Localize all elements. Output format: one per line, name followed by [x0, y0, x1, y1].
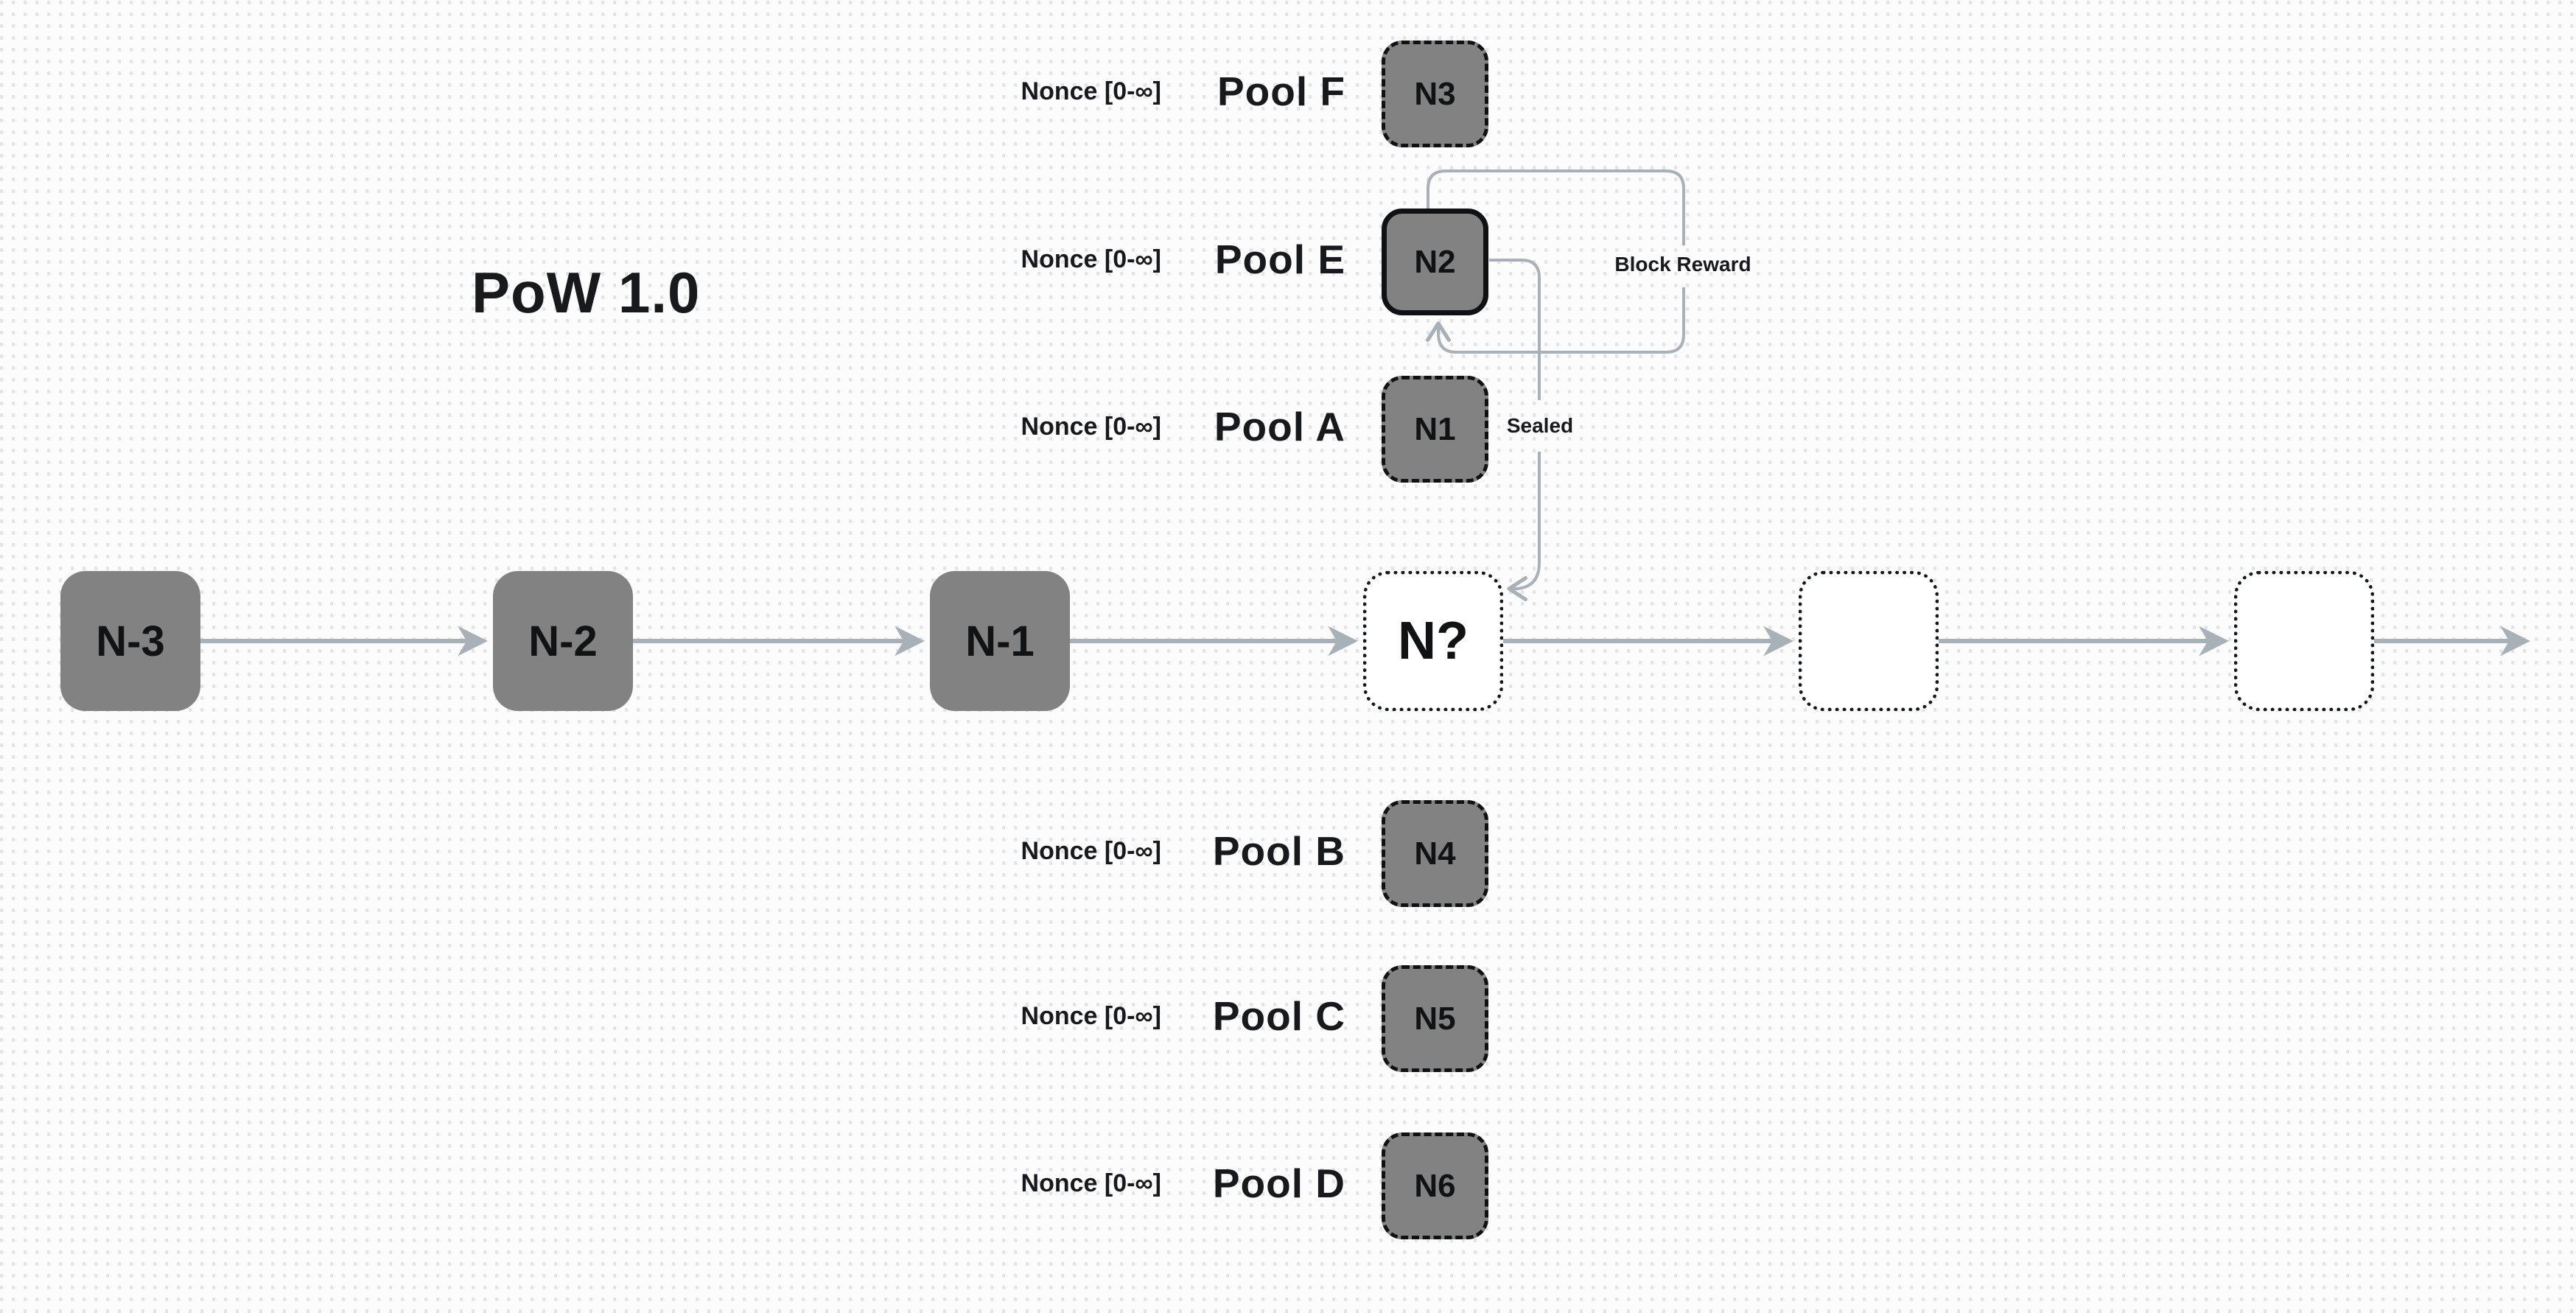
sealed-connector-lower[interactable]	[1507, 452, 1541, 601]
pool-name-f[interactable]: Pool F	[1217, 69, 1345, 114]
future-block-2[interactable]	[2234, 571, 2374, 711]
diagram-title[interactable]: PoW 1.0	[472, 260, 701, 325]
pool-name-e[interactable]: Pool E	[1214, 237, 1345, 282]
pool-node-label: N3	[1414, 75, 1456, 112]
pool-node-n1[interactable]: N1	[1382, 376, 1488, 483]
nonce-label-pool-e[interactable]: Nonce [0-∞]	[1021, 245, 1161, 273]
nonce-label-pool-a[interactable]: Nonce [0-∞]	[1021, 413, 1161, 441]
block-reward-label[interactable]: Block Reward	[1614, 253, 1751, 276]
pool-node-label: N2	[1414, 243, 1456, 280]
pool-node-label: N1	[1414, 410, 1456, 447]
pool-node-n6[interactable]: N6	[1382, 1132, 1488, 1239]
block-reward-connector-lower[interactable]	[1426, 287, 1685, 354]
block-label: N-3	[96, 617, 165, 665]
pool-node-n2[interactable]: N2	[1382, 209, 1488, 315]
block-n-minus-3[interactable]: N-3	[60, 571, 200, 711]
block-n-minus-1[interactable]: N-1	[930, 571, 1070, 711]
sealed-label[interactable]: Sealed	[1506, 414, 1574, 437]
nonce-label-pool-c[interactable]: Nonce [0-∞]	[1021, 1002, 1161, 1030]
pool-node-n5[interactable]: N5	[1382, 965, 1488, 1072]
pool-name-c[interactable]: Pool C	[1212, 993, 1345, 1039]
block-n-candidate[interactable]: N?	[1363, 571, 1503, 711]
block-label: N?	[1398, 612, 1469, 670]
nonce-label-pool-f[interactable]: Nonce [0-∞]	[1021, 77, 1161, 105]
pool-name-a[interactable]: Pool A	[1214, 404, 1345, 449]
pool-node-n3[interactable]: N3	[1382, 41, 1488, 147]
nonce-label-pool-b[interactable]: Nonce [0-∞]	[1021, 837, 1161, 865]
block-reward-connector-upper[interactable]	[1427, 169, 1685, 245]
sealed-connector-upper[interactable]	[1489, 259, 1541, 400]
nonce-label-pool-d[interactable]: Nonce [0-∞]	[1021, 1169, 1161, 1197]
block-label: N-1	[965, 617, 1035, 665]
pool-name-b[interactable]: Pool B	[1212, 828, 1345, 874]
pool-name-d[interactable]: Pool D	[1212, 1160, 1345, 1206]
block-label: N-2	[528, 617, 598, 665]
block-n-minus-2[interactable]: N-2	[493, 571, 633, 711]
pool-node-label: N5	[1414, 1000, 1456, 1037]
future-block-1[interactable]	[1799, 571, 1939, 711]
pool-node-n4[interactable]: N4	[1382, 800, 1488, 907]
pool-node-label: N4	[1414, 835, 1456, 872]
pool-node-label: N6	[1414, 1167, 1456, 1204]
